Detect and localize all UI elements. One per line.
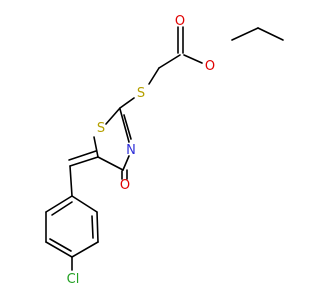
bond-ar-1 xyxy=(71,195,98,213)
bond-ar-inner-1 xyxy=(91,215,94,239)
bond-ch2-s xyxy=(148,67,160,85)
bond-c2-n3-double-2 xyxy=(123,114,132,140)
molecule-canvas: S S N O O O Cl xyxy=(45,14,284,287)
oxygen-ketone-label: O xyxy=(120,178,130,193)
sulfur-thioether-label: S xyxy=(137,86,145,101)
bond-vinyl-aryl xyxy=(69,165,73,197)
bond-ar-4 xyxy=(45,241,73,258)
bond-c2-s1 xyxy=(105,107,121,125)
bond-exocyclic-double-1 xyxy=(69,156,99,167)
bond-ar-inner-3 xyxy=(51,201,73,216)
chlorine-label: Cl xyxy=(67,272,80,287)
bond-ar-inner-2 xyxy=(49,238,72,252)
bond-ester-oc xyxy=(183,54,203,64)
sulfur-ring-label: S xyxy=(97,121,105,136)
bond-n3-c4 xyxy=(122,155,130,171)
oxygen-carbonyl-ester-label: O xyxy=(175,14,185,29)
molecule-structure: S S N O O O Cl xyxy=(45,14,284,287)
bond-ethyl-cc xyxy=(257,27,284,41)
bond-ethyl-co xyxy=(231,27,259,41)
oxygen-ester-label: O xyxy=(205,59,215,74)
bond-ar-6 xyxy=(45,195,73,213)
bond-ar-3 xyxy=(71,241,99,258)
bond-s1-c5 xyxy=(93,136,99,158)
bond-s-c2 xyxy=(119,97,135,109)
bond-exocyclic-double-2 xyxy=(68,150,97,161)
bond-ar-2 xyxy=(96,211,99,243)
bond-c2-n3-double-1 xyxy=(119,108,130,143)
bond-ester-ch2 xyxy=(158,54,181,69)
bond-c4-c5 xyxy=(97,156,124,171)
nitrogen-label: N xyxy=(126,143,136,158)
